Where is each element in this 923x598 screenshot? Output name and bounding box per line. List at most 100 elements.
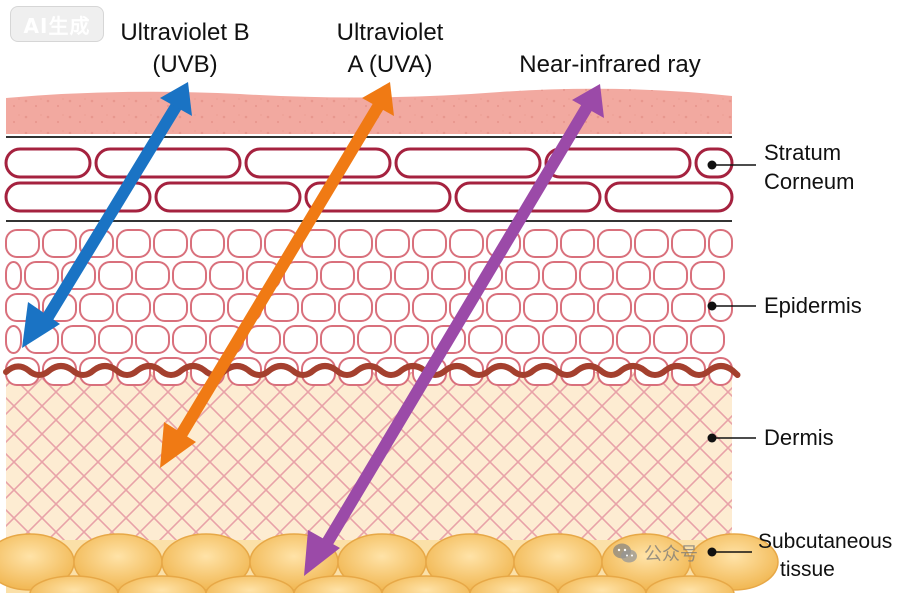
- epidermis-cell: [190, 229, 225, 258]
- epidermis-cell: [579, 325, 614, 354]
- epidermis-cell: [5, 325, 22, 354]
- uvb-label-line2: (UVB): [152, 51, 217, 78]
- epidermis-cell: [172, 325, 207, 354]
- epidermis-cell: [634, 293, 669, 322]
- epidermis-cell: [523, 293, 558, 322]
- uva-label-line1: Ultraviolet: [337, 19, 444, 46]
- epidermis-cell: [98, 261, 133, 290]
- corneum-cell: [154, 181, 302, 213]
- epidermis-cell: [394, 261, 429, 290]
- stratum-corneum-layer: [4, 134, 734, 224]
- corneum-cell: [4, 147, 92, 179]
- epidermis-cell: [320, 261, 355, 290]
- uva-ray-arrow: [160, 82, 394, 468]
- epidermis-layer: [5, 224, 733, 386]
- uvb-ray-arrow: [22, 82, 192, 348]
- epidermis-cell: [153, 229, 188, 258]
- epidermis-cell: [616, 261, 651, 290]
- epidermis-cell: [468, 325, 503, 354]
- dermis-layer: [6, 365, 732, 545]
- epidermis-cell: [505, 325, 540, 354]
- dermis-label: Dermis: [764, 425, 834, 450]
- watermark-text: 公众号: [644, 544, 698, 565]
- subcutaneous-layer: [0, 533, 779, 598]
- epidermis-cell: [542, 325, 577, 354]
- ai-generated-badge: AI生成: [10, 6, 104, 42]
- epidermis-cell: [301, 293, 336, 322]
- stratum-corneum-callout: Stratum Corneum: [707, 140, 854, 194]
- corneum-cell: [304, 181, 452, 213]
- epidermis-cell: [24, 261, 59, 290]
- corneum-cell: [604, 181, 734, 213]
- stratum-corneum-label-line1: Stratum: [764, 140, 841, 165]
- epidermis-cell: [79, 293, 114, 322]
- epidermis-cell: [61, 325, 96, 354]
- watermark: 公众号: [612, 540, 698, 566]
- corneum-cell: [394, 147, 542, 179]
- dermis-epidermis-border: [3, 363, 741, 378]
- epidermis-cell: [708, 229, 733, 258]
- epidermis-cell: [5, 261, 22, 290]
- epidermis-cell: [172, 261, 207, 290]
- epidermis-cell: [597, 229, 632, 258]
- epidermis-cell: [98, 325, 133, 354]
- uva-label-line2: A (UVA): [348, 51, 433, 78]
- epidermis-cell: [431, 261, 466, 290]
- subcutaneous-callout: Subcutaneous tissue: [707, 530, 892, 581]
- epidermis-cell: [153, 357, 188, 386]
- epidermis-cell: [375, 293, 410, 322]
- epidermis-cell: [135, 325, 170, 354]
- dermis-callout: Dermis: [707, 425, 834, 450]
- epidermis-cell: [690, 325, 725, 354]
- epidermis-cell: [671, 229, 706, 258]
- near-infrared-ray-arrow: [304, 84, 604, 576]
- epidermis-cell: [264, 293, 299, 322]
- epidermis-cell: [542, 261, 577, 290]
- epidermis-label: Epidermis: [764, 293, 862, 318]
- epidermis-cell: [616, 325, 651, 354]
- epidermis-cell: [135, 261, 170, 290]
- epidermis-cell: [449, 229, 484, 258]
- epidermis-cell: [375, 229, 410, 258]
- epidermis-cell: [283, 261, 318, 290]
- corneum-cell: [544, 147, 692, 179]
- subcutaneous-label-line2: tissue: [780, 558, 835, 581]
- epidermis-cell: [209, 261, 244, 290]
- epidermis-cell: [190, 293, 225, 322]
- epidermis-cell: [246, 325, 281, 354]
- subcutaneous-label-line1: Subcutaneous: [758, 530, 892, 553]
- epidermis-cell: [597, 293, 632, 322]
- epidermis-cell: [412, 293, 447, 322]
- epidermis-cell: [412, 229, 447, 258]
- epidermis-cell: [116, 293, 151, 322]
- epidermis-cell: [320, 325, 355, 354]
- epidermis-cell: [375, 357, 410, 386]
- epidermis-cell: [634, 229, 669, 258]
- epidermis-cell: [560, 293, 595, 322]
- epidermis-cell: [116, 229, 151, 258]
- epidermis-cell: [227, 229, 262, 258]
- epidermis-cell: [690, 261, 725, 290]
- corneum-cell: [244, 147, 392, 179]
- epidermis-cell: [338, 293, 373, 322]
- epidermis-cell: [523, 229, 558, 258]
- epidermis-cell: [671, 293, 706, 322]
- nir-label: Near-infrared ray: [519, 51, 700, 78]
- epidermis-cell: [653, 325, 688, 354]
- epidermis-cell: [357, 261, 392, 290]
- epidermis-cell: [357, 325, 392, 354]
- epidermis-cell: [653, 261, 688, 290]
- epidermis-cell: [5, 229, 40, 258]
- epidermis-cell: [338, 229, 373, 258]
- epidermis-cell: [579, 261, 614, 290]
- epidermis-cell: [394, 325, 429, 354]
- epidermis-cell: [505, 261, 540, 290]
- uvb-label-line1: Ultraviolet B: [120, 19, 249, 46]
- wechat-icon: [613, 543, 637, 563]
- epidermis-cell: [560, 229, 595, 258]
- epidermis-cell: [486, 293, 521, 322]
- epidermis-cell: [153, 293, 188, 322]
- epidermis-cell: [283, 325, 318, 354]
